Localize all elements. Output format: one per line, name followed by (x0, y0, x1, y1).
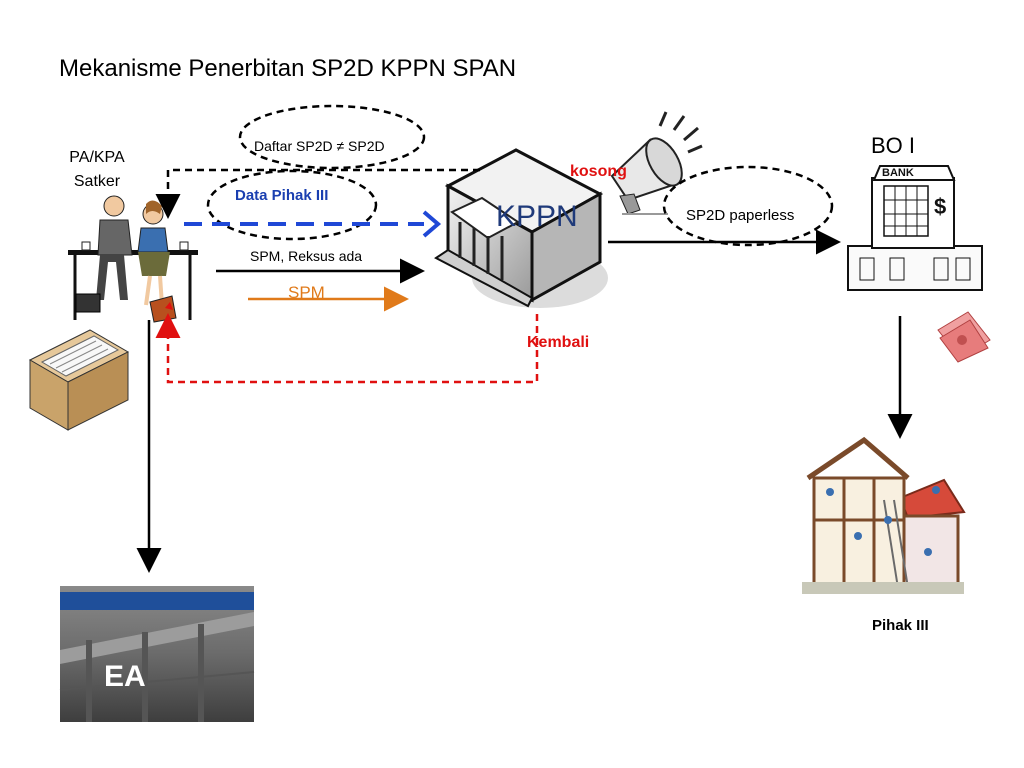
bank-building-icon: BANK $ (847, 165, 983, 291)
kppn-label: KPPN (496, 200, 578, 233)
data-pihak-label: Data Pihak III (235, 187, 329, 204)
sp2d-paperless-ellipse (662, 165, 834, 247)
satker-label-line2: Satker (73, 173, 121, 190)
daftar-sp2d-ellipse (238, 104, 426, 170)
archive-building-photo (59, 586, 255, 722)
kppn-building-icon (434, 148, 608, 308)
office-workers-icon (68, 195, 198, 323)
spm-label: SPM (288, 283, 325, 302)
kosong-label: kosong (570, 163, 627, 180)
satker-node-label: PA/KPA Satker (60, 146, 134, 194)
ea-label: EA (104, 660, 146, 693)
daftar-sp2d-arrow (155, 168, 480, 219)
data-pihak-arrowhead (422, 210, 442, 238)
spm-reksus-label: SPM, Reksus ada (250, 248, 363, 264)
document-box-icon (28, 329, 130, 431)
house-construction-icon (802, 436, 966, 594)
bo-label: BO I (871, 133, 916, 158)
satker-label-line1: PA/KPA (69, 149, 125, 166)
daftar-sp2d-label: Daftar SP2D ≠ SP2D (254, 138, 385, 154)
page-title: Mekanisme Penerbitan SP2D KPPN SPAN (59, 55, 517, 82)
money-icon (937, 311, 991, 363)
pihak-label: Pihak III (872, 617, 929, 634)
kembali-arrow (155, 313, 539, 384)
megaphone-icon (610, 111, 703, 215)
kembali-label: Kembali (527, 334, 590, 351)
svg-text:$: $ (934, 194, 946, 219)
sp2d-paperless-label: SP2D paperless (686, 207, 795, 224)
data-pihak-ellipse (206, 169, 378, 241)
svg-text:BANK: BANK (882, 167, 914, 179)
